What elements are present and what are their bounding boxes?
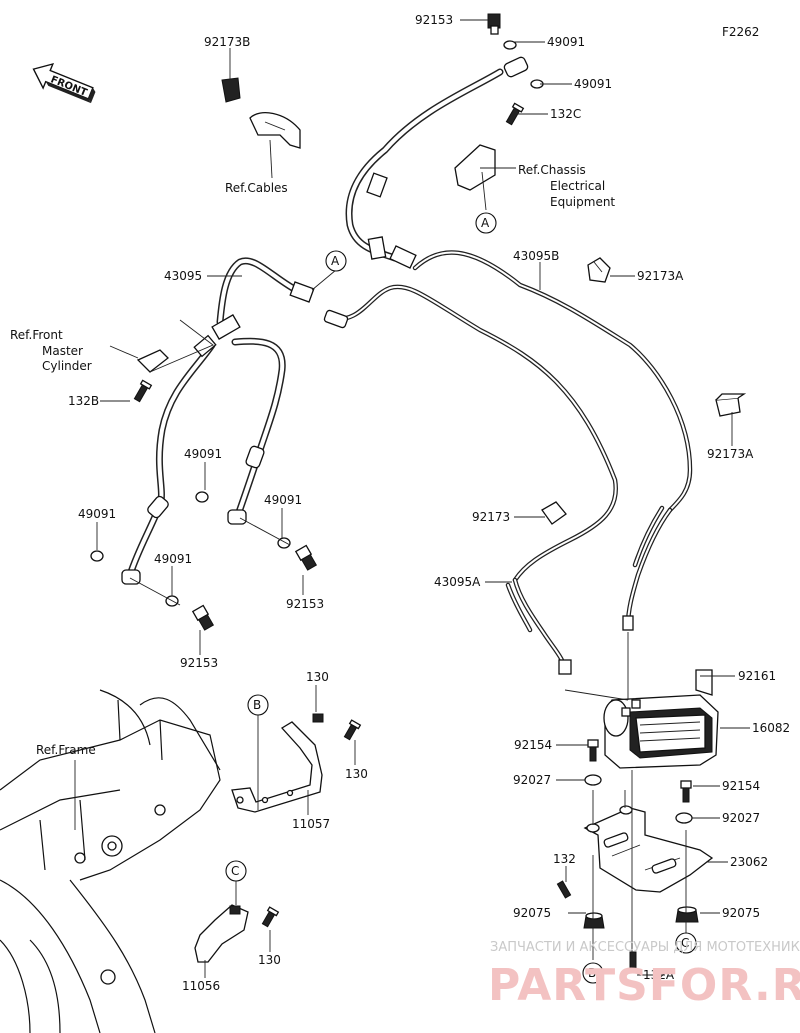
label-92173a-2: 92173A [707,447,754,461]
label-92154-2: 92154 [722,779,760,793]
label-92153-l2: 92153 [180,656,218,670]
diagram-code: F2262 [722,25,759,39]
svg-text:A: A [331,254,340,268]
label-130-2: 130 [345,767,368,781]
label-11057: 11057 [292,817,330,831]
abs-bracket [583,805,714,893]
ref-chassis-3: Equipment [550,195,615,209]
label-11056: 11056 [182,979,220,993]
label-132a: 132A [643,968,675,982]
label-49091-l1: 49091 [184,447,222,461]
label-92153-top: 92153 [415,13,453,27]
label-23062: 23062 [730,855,768,869]
label-16082: 16082 [752,721,790,735]
label-92153-l1: 92153 [286,597,324,611]
label-132b: 132B [68,394,99,408]
marker-b-bracket: B [247,694,269,716]
marker-b-abs: B [582,962,604,984]
ref-cables: Ref.Cables [225,181,288,195]
watermark: ЗАПЧАСТИ И АКСЕССУАРЫ ДЛЯ МОТОТЕХНИКИ PA… [488,940,800,1011]
marker-c-abs: C [675,932,697,954]
label-49091-l3: 49091 [264,493,302,507]
label-43095a: 43095A [434,575,481,589]
ref-front-master-2: Master [42,344,83,358]
ref-front-master-1: Ref.Front [10,328,63,342]
label-130-1: 130 [306,670,329,684]
ref-chassis-1: Ref.Chassis [518,163,586,177]
label-92161: 92161 [738,669,776,683]
label-92173b: 92173B [204,35,250,49]
watermark-logo: PARTSFOR.RU [488,960,800,1011]
clamp-92173b [221,77,301,149]
bracket-11056 [194,904,280,963]
bracket-11057 [231,713,362,813]
label-132: 132 [553,852,576,866]
reference-texts: Ref.Cables Ref.Front Master Cylinder Ref… [10,163,615,757]
label-49091-top2: 49091 [574,77,612,91]
label-43095: 43095 [164,269,202,283]
abs-fasteners [556,739,699,971]
clip-92173a [587,257,747,417]
label-130-3: 130 [258,953,281,967]
ref-frame: Ref.Frame [36,743,96,757]
label-43095b: 43095B [513,249,559,263]
watermark-line1: ЗАПЧАСТИ И АКСЕССУАРЫ ДЛЯ МОТОТЕХНИКИ [490,940,800,955]
front-arrow-icon: FRONT [32,62,96,104]
label-92173a-1: 92173A [637,269,684,283]
fittings [90,13,634,675]
svg-text:B: B [588,966,596,980]
label-92027-2: 92027 [722,811,760,825]
label-132c: 132C [550,107,581,121]
part-labels: 92153 49091 49091 132C 92173B 43095 4309… [68,13,790,993]
label-49091-l4: 49091 [154,552,192,566]
label-92075-2: 92075 [722,906,760,920]
label-92075-1: 92075 [513,906,551,920]
brake-lines [126,68,693,675]
label-92154-1: 92154 [514,738,552,752]
marker-a-top: A [325,250,347,272]
label-49091-top1: 49091 [547,35,585,49]
svg-text:B: B [253,698,261,712]
svg-text:C: C [681,936,689,950]
ref-chassis-2: Electrical [550,179,605,193]
label-49091-l2: 49091 [78,507,116,521]
marker-a-chassis: A [475,212,497,234]
svg-text:C: C [231,864,239,878]
label-92027-1: 92027 [513,773,551,787]
label-92173: 92173 [472,510,510,524]
frame-outline [0,689,221,1033]
marker-c-bracket: C [225,860,247,882]
leader-lines [74,19,750,978]
abs-unit [603,669,719,769]
clip-92173 [541,501,567,525]
ref-front-master-3: Cylinder [42,359,92,373]
svg-text:A: A [481,216,490,230]
